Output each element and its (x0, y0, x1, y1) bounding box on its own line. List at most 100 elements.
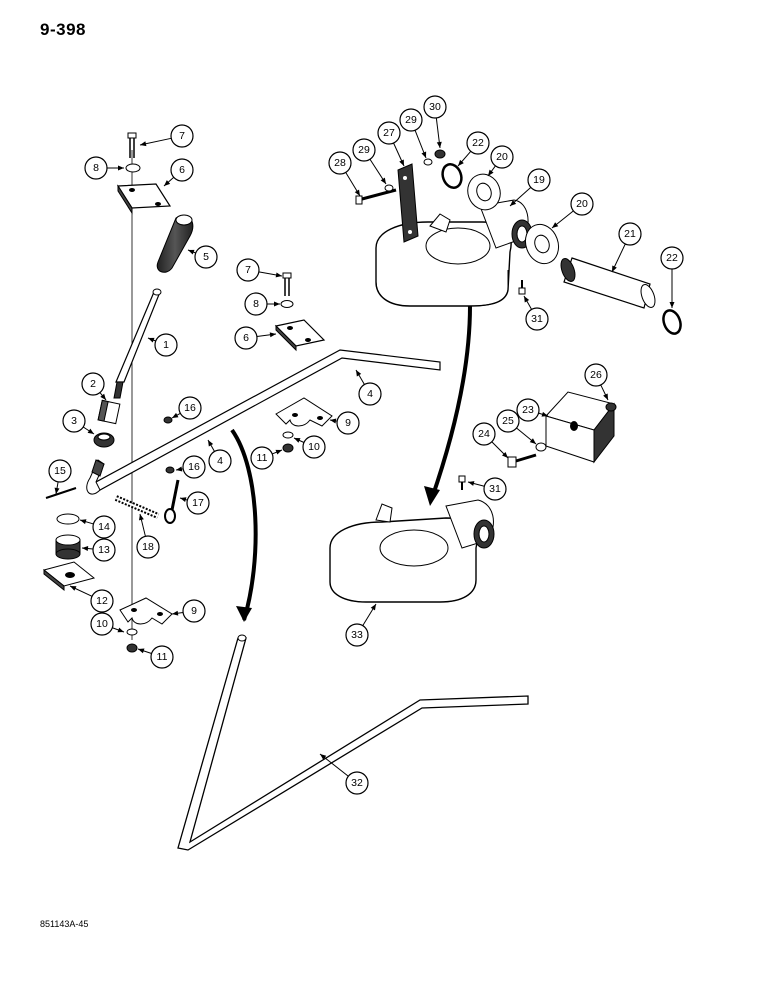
callout-11: 11 (137, 645, 174, 669)
handle-grip-5 (156, 214, 194, 273)
callout-arrowhead (275, 449, 282, 455)
callout-label: 7 (245, 264, 251, 276)
callout-5: 5 (187, 245, 218, 269)
callout-label: 18 (142, 541, 154, 553)
callout-label: 6 (179, 164, 185, 176)
callout-arrowhead (612, 265, 617, 272)
callout-label: 13 (98, 544, 110, 556)
callout-arrowhead (148, 337, 155, 343)
callout-label: 22 (472, 137, 484, 149)
callout-22: 22 (660, 246, 684, 308)
callout-label: 30 (429, 101, 441, 113)
callout-16: 16 (171, 396, 202, 420)
location-arrow-shaft (230, 428, 258, 621)
callout-circle (490, 145, 514, 169)
callout-32: 32 (319, 753, 369, 795)
callout-24: 24 (472, 422, 509, 459)
callout-label: 10 (308, 441, 320, 453)
bolt-7-upper (127, 132, 137, 158)
callout-circle (84, 156, 108, 180)
callout-25: 25 (496, 409, 537, 445)
callout-10: 10 (293, 435, 326, 459)
washer-29-upper (423, 158, 433, 166)
callout-arrowhead (164, 180, 171, 186)
callout-arrowhead (603, 393, 608, 400)
callout-7: 7 (139, 124, 194, 148)
snap-ring-22-lower (662, 309, 682, 335)
plate-6-middle (274, 319, 326, 352)
callout-label: 33 (351, 629, 363, 641)
callout-circle (328, 151, 352, 175)
callout-arrowhead (370, 604, 376, 611)
callout-arrowhead (87, 428, 94, 434)
callout-label: 28 (334, 157, 346, 169)
callout-circle (466, 131, 490, 155)
callout-circle (345, 771, 369, 795)
nut-16-upper (163, 416, 173, 424)
callout-10: 10 (90, 612, 125, 636)
callout-circle (236, 258, 260, 282)
callout-label: 31 (531, 313, 543, 325)
callout-label: 1 (163, 339, 169, 351)
callout-arrowhead (294, 438, 301, 443)
shaft-4 (86, 349, 441, 495)
callout-arrowhead (458, 159, 464, 166)
callout-label: 15 (54, 465, 66, 477)
callout-label: 16 (184, 402, 196, 414)
callout-arrowhead (330, 418, 337, 424)
callout-arrowhead (100, 393, 106, 400)
callout-arrowhead (180, 497, 187, 503)
callout-arrowhead (274, 301, 280, 307)
callout-label: 11 (257, 452, 268, 464)
washer-20-lower (524, 223, 560, 265)
callout-circle (472, 422, 496, 446)
callout-label: 8 (93, 162, 99, 174)
callout-circle (399, 108, 423, 132)
callout-17: 17 (179, 491, 210, 515)
callout-circle (92, 538, 116, 562)
callout-8: 8 (244, 292, 280, 316)
callout-9: 9 (329, 411, 360, 435)
plate-23 (545, 391, 615, 464)
callout-circle (182, 599, 206, 623)
callout-26: 26 (584, 363, 609, 401)
callout-label: 17 (192, 497, 204, 509)
washer-10-lower (126, 628, 138, 636)
callout-4: 4 (355, 369, 382, 406)
callout-label: 24 (478, 428, 490, 440)
callout-arrowhead (436, 141, 442, 148)
callout-circle (90, 612, 114, 636)
callout-circle (570, 192, 594, 216)
callout-arrowhead (529, 438, 536, 444)
callout-circle (302, 435, 326, 459)
callout-22: 22 (457, 131, 490, 167)
callout-19: 19 (509, 168, 551, 207)
callout-arrowhead (82, 546, 89, 552)
callout-label: 2 (90, 378, 96, 390)
callout-circle (178, 396, 202, 420)
callout-20: 20 (487, 145, 514, 177)
callout-label: 4 (217, 455, 223, 467)
callout-label: 23 (522, 404, 534, 416)
callout-arrowhead (524, 296, 530, 303)
callout-23: 23 (516, 398, 549, 422)
grease-fitting-31-upper (518, 280, 526, 295)
callout-arrowhead (208, 440, 214, 447)
swivel-bracket-33 (329, 499, 495, 603)
callout-11: 11 (250, 446, 283, 470)
callout-label: 22 (666, 252, 678, 264)
callout-31: 31 (523, 295, 549, 331)
bolt-28 (355, 188, 397, 205)
callout-circle (150, 645, 174, 669)
callout-circle (516, 398, 540, 422)
callout-label: 19 (533, 174, 545, 186)
callout-29: 29 (352, 138, 387, 185)
callout-circle (377, 121, 401, 145)
callout-circle (62, 409, 86, 433)
callout-label: 3 (71, 415, 77, 427)
callout-circle (496, 409, 520, 433)
eye-bolt-17 (164, 479, 180, 524)
callout-arrowhead (669, 302, 675, 308)
callout-circle (48, 459, 72, 483)
rod-32 (177, 634, 529, 851)
